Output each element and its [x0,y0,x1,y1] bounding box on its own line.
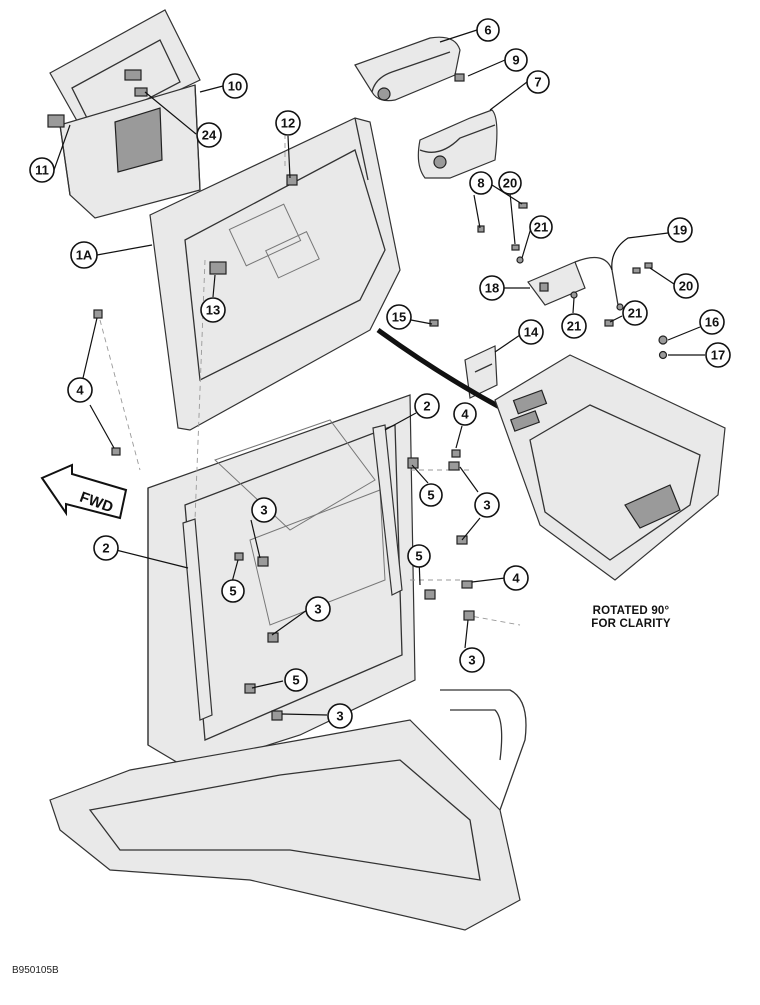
callout-3-upper-right: 3 [474,492,500,518]
storage-box-part-10 [47,9,201,219]
callout-3-right: 3 [459,647,485,673]
svg-text:20: 20 [679,279,693,294]
callout-2-left: 2 [93,535,119,561]
svg-text:21: 21 [567,319,581,334]
note-line-2: FOR CLARITY [591,618,671,630]
svg-text:2: 2 [102,541,109,556]
svg-text:17: 17 [711,348,725,363]
callout-5-lower: 5 [284,668,308,692]
callout-1a: 1A [70,241,98,269]
callout-4-left: 4 [67,377,93,403]
svg-text:10: 10 [228,79,242,94]
callout-4-center: 4 [453,402,477,426]
callout-16: 16 [699,309,725,335]
cover-part-6 [354,36,461,102]
callout-13: 13 [200,297,226,323]
svg-text:20: 20 [503,176,517,191]
clip-part-9 [454,73,465,82]
callout-3-lower: 3 [327,703,353,729]
callout-14: 14 [518,319,544,345]
lower-housing [147,394,416,771]
callout-21-right: 21 [622,300,648,326]
svg-text:5: 5 [229,584,236,599]
harness-end-part-19 [616,303,624,311]
callout-10: 10 [222,73,248,99]
svg-text:4: 4 [461,407,469,422]
callout-5-left: 5 [221,579,245,603]
leader-lines [53,29,705,716]
svg-text:3: 3 [260,503,267,518]
svg-text:4: 4 [76,383,84,398]
callout-7: 7 [526,70,550,94]
callout-19: 19 [667,217,693,243]
callout-2-upper: 2 [414,393,440,419]
svg-text:12: 12 [281,116,295,131]
svg-text:5: 5 [427,488,434,503]
svg-text:18: 18 [485,281,499,296]
svg-text:9: 9 [512,53,519,68]
callout-4-right: 4 [503,565,529,591]
bracket-part-14 [464,345,498,399]
callout-11: 11 [29,157,55,183]
svg-text:8: 8 [477,176,484,191]
svg-text:15: 15 [392,310,406,325]
svg-text:3: 3 [468,653,475,668]
svg-text:21: 21 [628,306,642,321]
reference-code: B950105B [12,965,59,976]
callout-17: 17 [705,342,731,368]
svg-text:14: 14 [524,325,539,340]
svg-text:6: 6 [484,23,491,38]
svg-text:3: 3 [483,498,490,513]
fasteners-upper-right [429,202,668,360]
callout-20-upper: 20 [498,171,522,195]
svg-text:13: 13 [206,303,220,318]
callout-8: 8 [469,171,493,195]
forward-direction-arrow: FWD [40,463,128,520]
svg-text:5: 5 [292,673,299,688]
callout-24: 24 [196,122,222,148]
callout-18: 18 [479,275,505,301]
svg-text:1A: 1A [76,248,93,263]
callout-3-center: 3 [251,497,277,523]
panel-part-1a [149,117,401,431]
callout-12: 12 [275,110,301,136]
callout-15: 15 [386,304,412,330]
cover-part-7 [417,109,498,179]
base-frame [49,689,527,931]
callout-5-right: 5 [407,544,431,568]
svg-text:19: 19 [673,223,687,238]
svg-text:11: 11 [35,163,49,178]
callout-21-upper: 21 [529,215,553,239]
callout-9: 9 [504,48,528,72]
callout-5-upper: 5 [419,483,443,507]
svg-text:3: 3 [314,602,321,617]
svg-text:16: 16 [705,315,719,330]
svg-text:7: 7 [534,75,541,90]
callout-20-right: 20 [673,273,699,299]
note-line-1: ROTATED 90° [592,605,670,617]
callout-6: 6 [476,18,500,42]
svg-text:24: 24 [202,128,217,143]
svg-text:3: 3 [336,709,343,724]
callout-3-middle: 3 [305,596,331,622]
svg-text:21: 21 [534,220,548,235]
svg-text:5: 5 [415,549,422,564]
svg-text:4: 4 [512,571,520,586]
console-rotated-view [494,354,726,581]
gasket-strip [376,327,507,413]
svg-text:2: 2 [423,399,430,414]
rotated-view-note: ROTATED 90° FOR CLARITY [571,605,691,631]
callout-21-lower: 21 [561,313,587,339]
